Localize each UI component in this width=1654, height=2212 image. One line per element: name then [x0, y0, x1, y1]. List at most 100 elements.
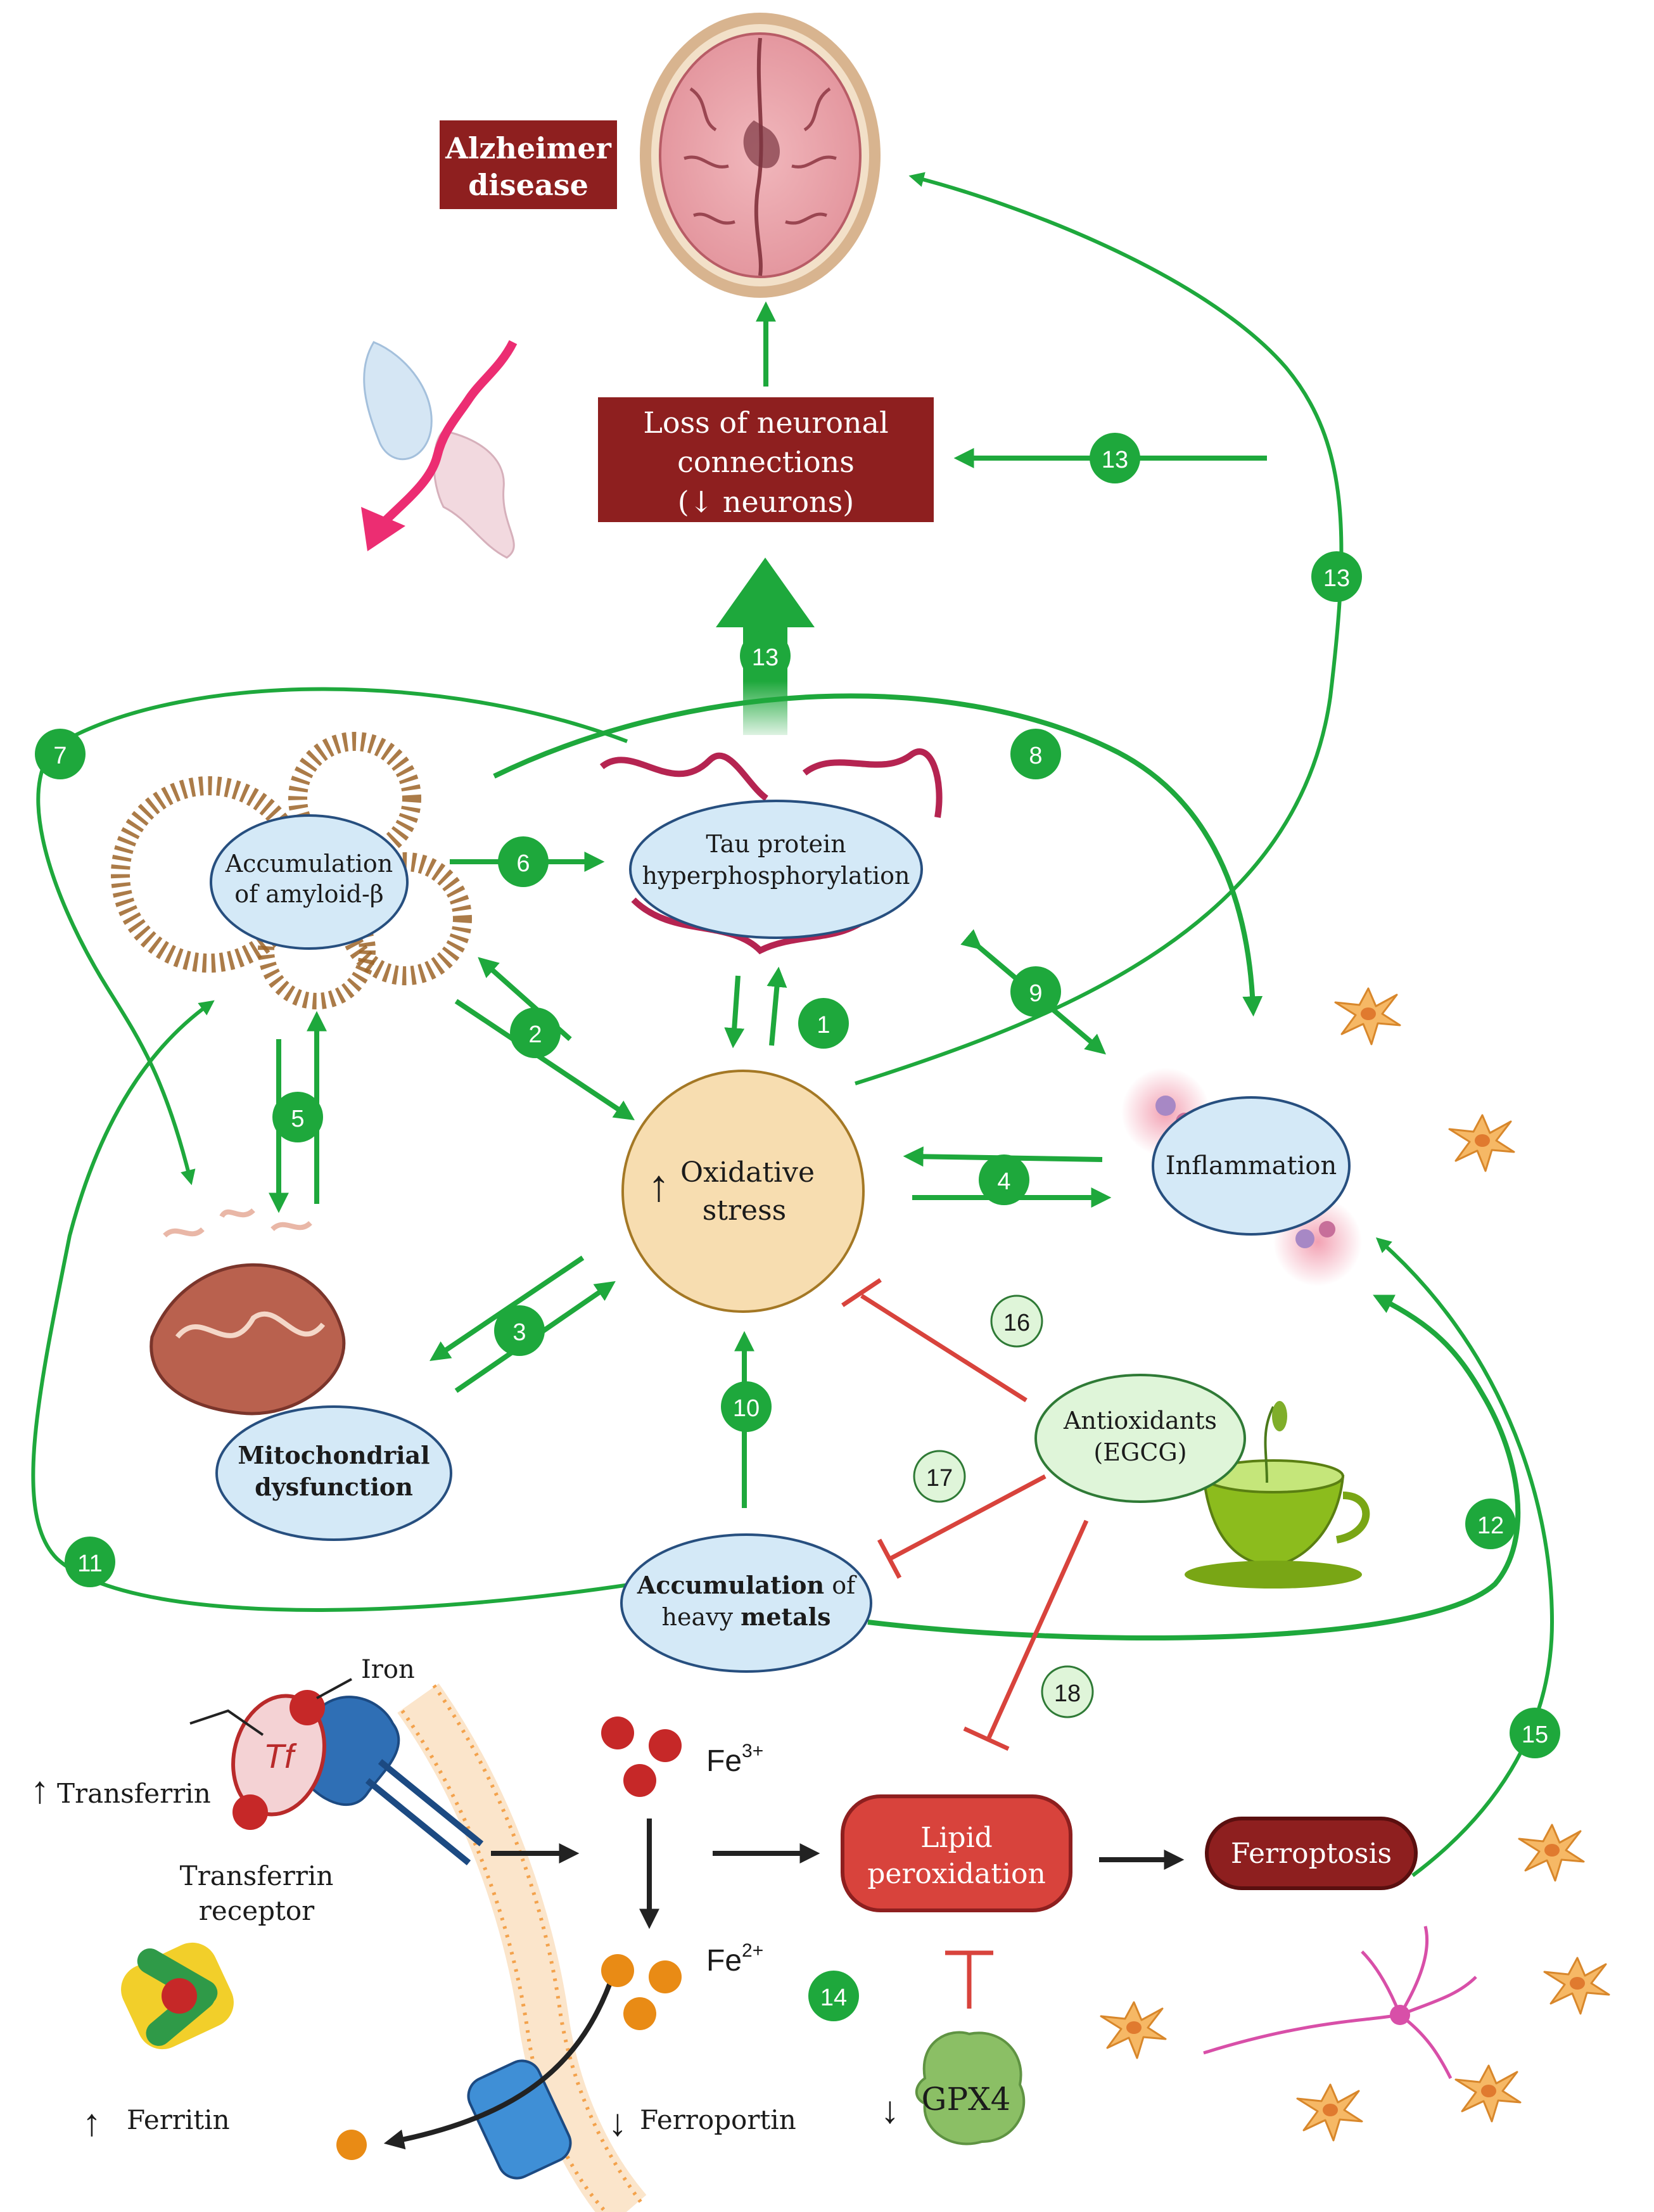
badge-17-text: 17 — [926, 1465, 953, 1492]
ferroportin-down-arrow: ↓ — [608, 2101, 627, 2144]
ferroptosis-label: Ferroptosis — [1231, 1838, 1392, 1870]
badge-7: 7 — [35, 729, 86, 779]
loss-line2: connections — [677, 445, 855, 479]
badge-8: 8 — [1010, 729, 1061, 779]
badge-18: 18 — [1041, 1665, 1094, 1718]
badge-7-text: 7 — [53, 743, 67, 769]
tau-line1: Tau protein — [706, 830, 846, 858]
badge-11-text: 11 — [77, 1550, 102, 1577]
ferroportin-label: Ferroportin — [640, 2104, 796, 2135]
badge-9-text: 9 — [1029, 980, 1042, 1007]
antioxidants-line1: Antioxidants — [1063, 1407, 1217, 1435]
tau-line2: hyperphosphorylation — [642, 862, 910, 890]
transferrin-protein: Tf — [231, 1690, 326, 1830]
badge-11: 11 — [65, 1537, 115, 1587]
badge-17: 17 — [913, 1450, 966, 1503]
antioxidants-node: Antioxidants (EGCG) — [1034, 1374, 1370, 1589]
badge-6-text: 6 — [516, 850, 530, 877]
fe3-sup: 3+ — [742, 1741, 763, 1761]
alzheimer-line1: Alzheimer — [445, 131, 611, 165]
badge-16: 16 — [990, 1295, 1043, 1348]
badge-13b-text: 13 — [1323, 565, 1350, 592]
black-arrows — [491, 1819, 1185, 1929]
cell-membrane — [397, 1683, 647, 2212]
alzheimer-line2: disease — [468, 168, 588, 202]
brain-illustration — [640, 13, 881, 298]
fe3-base: Fe — [706, 1744, 742, 1778]
antioxidants-line2: (EGCG) — [1093, 1438, 1186, 1466]
receptor-line2: receptor — [199, 1895, 315, 1926]
badge-4-text: 4 — [997, 1168, 1010, 1195]
ferritin-illustration — [121, 1942, 234, 2050]
lipid-peroxidation-node: Lipid peroxidation — [841, 1794, 1072, 1912]
badge-13a-text: 13 — [752, 644, 779, 671]
oxidative-line1: Oxidative — [680, 1156, 815, 1189]
badge-2: 2 — [510, 1007, 561, 1058]
badge-9: 9 — [1010, 966, 1061, 1017]
synapse-illustration — [361, 340, 518, 559]
metals-line1: Accumulation of — [637, 1571, 857, 1599]
gpx4-protein — [915, 2031, 1026, 2145]
fe2-label: Fe2+ — [706, 1940, 763, 1978]
tau-node: Tau protein hyperphosphorylation — [599, 748, 943, 955]
badge-12-text: 12 — [1477, 1512, 1504, 1539]
iron-label: Iron — [361, 1655, 415, 1684]
gpx4-label: GPX4 — [922, 2081, 1011, 2118]
fe3-label: Fe3+ — [706, 1741, 763, 1778]
metals-line1a: Accumulation — [637, 1571, 824, 1599]
oxidative-stress-node: ↑ Oxidative stress — [621, 1070, 865, 1313]
badge-1-text: 1 — [817, 1012, 830, 1039]
loss-neuronal-connections-box — [598, 397, 934, 522]
exported-iron-particle — [336, 2130, 367, 2160]
badge-2-text: 2 — [528, 1021, 542, 1048]
alzheimer-disease-label — [440, 120, 617, 209]
neuron-illustration — [1203, 1926, 1477, 2080]
badge-14-text: 14 — [820, 1985, 847, 2011]
ferroportin-illustration — [467, 2059, 572, 2180]
badge-10: 10 — [721, 1381, 772, 1432]
ferroptosis-node: Ferroptosis — [1205, 1817, 1418, 1890]
badge-13a: 13 — [740, 630, 791, 681]
amyloid-node: Accumulation of amyloid-β — [111, 732, 472, 1009]
tf-label: Tf — [264, 1737, 297, 1775]
lipid-line2: peroxidation — [867, 1858, 1046, 1890]
fe2-base: Fe — [706, 1944, 742, 1978]
amyloid-line2: of amyloid-β — [234, 880, 384, 908]
fe2-particles — [601, 1954, 682, 2030]
transferrin-label: Transferrin — [57, 1778, 211, 1809]
transferrin-up-arrow: ↑ — [30, 1768, 49, 1811]
gpx4-down-arrow: ↓ — [881, 2088, 900, 2131]
oxidative-line2: stress — [703, 1194, 787, 1227]
badge-13c-text: 13 — [1102, 447, 1128, 473]
badge-3: 3 — [494, 1305, 545, 1356]
loss-line3: (↓ neurons) — [678, 485, 854, 519]
iron-export-arrow — [383, 1969, 617, 2150]
amyloid-line1: Accumulation — [225, 850, 393, 878]
metals-line1b: of — [824, 1571, 857, 1599]
badge-15-text: 15 — [1522, 1722, 1548, 1748]
badge-5: 5 — [272, 1092, 323, 1142]
mitochondria-node: Mitochondrial dysfunction — [149, 1208, 452, 1541]
badge-1: 1 — [798, 998, 849, 1049]
badge-16-text: 16 — [1003, 1310, 1030, 1336]
loss-line1: Loss of neuronal — [643, 406, 888, 440]
metals-line2a: heavy — [661, 1603, 741, 1631]
transferrin-pointer-line — [189, 1709, 264, 1736]
metals-line2b: metals — [741, 1602, 830, 1631]
inhibition-lines — [841, 1278, 1089, 2009]
badge-3-text: 3 — [512, 1319, 526, 1346]
mito-line1: Mitochondrial — [238, 1441, 429, 1469]
badge-4: 4 — [979, 1154, 1029, 1205]
metals-line2: heavy metals — [661, 1602, 830, 1631]
badge-6: 6 — [498, 836, 549, 887]
badge-15: 15 — [1510, 1708, 1560, 1758]
ferritin-label: Ferritin — [127, 2104, 230, 2135]
heavy-metals-node: Accumulation of heavy metals — [620, 1533, 872, 1673]
step-badges: 13 13 13 7 8 6 9 1 2 5 4 3 10 11 12 15 1… — [35, 433, 1560, 2021]
ferritin-up-arrow: ↑ — [82, 2101, 101, 2144]
badge-5-text: 5 — [291, 1106, 304, 1132]
receptor-line1: Transferrin — [180, 1860, 334, 1891]
badge-13b: 13 — [1311, 551, 1362, 602]
fe3-particles — [601, 1717, 682, 1797]
